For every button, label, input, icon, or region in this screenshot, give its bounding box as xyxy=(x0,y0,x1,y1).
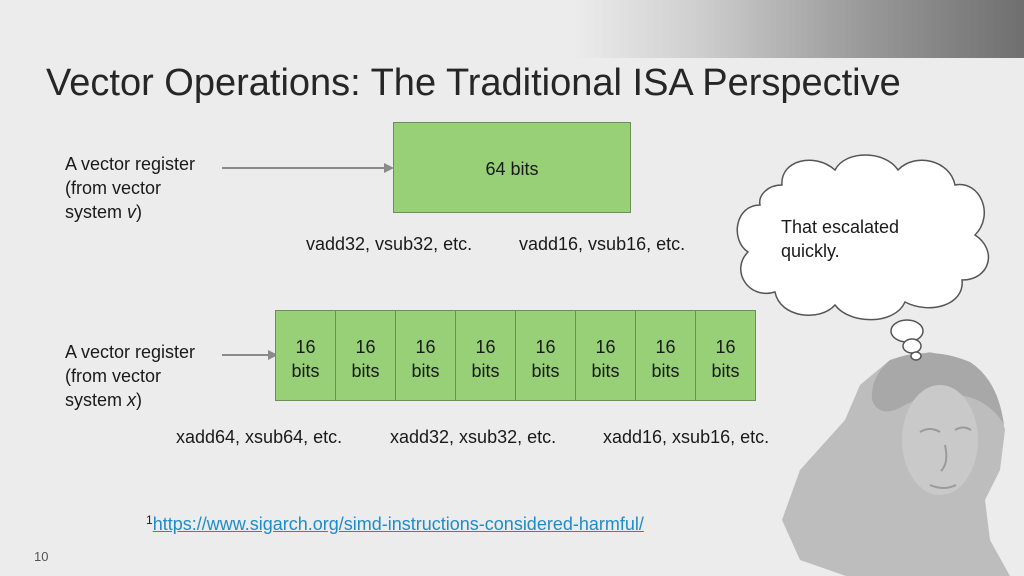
lane-cell: 16 bits xyxy=(516,311,576,400)
lane-cell-unit: bits xyxy=(531,361,560,381)
footnote-link[interactable]: https://www.sigarch.org/simd-instruction… xyxy=(152,514,644,534)
lane-cell: 16 bits xyxy=(696,311,755,400)
register-v-arrow-head xyxy=(384,163,394,173)
footnote-marker: 1 xyxy=(146,513,153,527)
register-x-arrow-head xyxy=(268,350,278,360)
register-v-label-line1: A vector register xyxy=(65,154,196,174)
page-number: 10 xyxy=(34,549,49,564)
register-x-op-16: xadd16, xsub16, etc. xyxy=(603,427,770,447)
register-x-label: A vector register (from vector system x) xyxy=(65,340,195,412)
header-gradient-band xyxy=(0,0,1024,58)
register-v-label-line2: (from vector xyxy=(65,178,162,198)
register-v-variable: v xyxy=(127,202,137,222)
register-x-paren: ) xyxy=(136,390,143,410)
slide-title: Vector Operations: The Traditional ISA P… xyxy=(46,62,901,104)
lane-cell-unit: bits xyxy=(591,361,620,381)
lane-cell: 16 bits xyxy=(576,311,636,400)
register-v-paren: ) xyxy=(136,202,143,222)
lane-cell-unit: bits xyxy=(351,361,380,381)
lane-cell-unit: bits xyxy=(711,361,740,381)
footnote: 1https://www.sigarch.org/simd-instructio… xyxy=(146,513,644,535)
lane-cell-size: 16 xyxy=(415,337,436,357)
register-v-op-32: vadd32, vsub32, etc. xyxy=(306,234,473,254)
lane-cell-size: 16 xyxy=(715,337,736,357)
lane-cell-unit: bits xyxy=(471,361,500,381)
lane-cell: 16 bits xyxy=(336,311,396,400)
lane-cell: 16 bits xyxy=(456,311,516,400)
lane-cell-size: 16 xyxy=(295,337,316,357)
register-x-label-line3: system x) xyxy=(65,388,195,412)
register-16bit-lanes: 16 bits 16 bits 16 bits 16 bits 16 bits 16 bits 16 bi… xyxy=(275,310,756,401)
lane-cell-size: 16 xyxy=(655,337,676,357)
lane-cell: 16 bits xyxy=(396,311,456,400)
thought-bubble-line2: quickly. xyxy=(781,241,840,261)
register-x-arrow-line xyxy=(222,354,269,356)
register-x-label-line1: A vector register xyxy=(65,342,196,362)
lane-cell-unit: bits xyxy=(411,361,440,381)
register-64bit-label: 64 bits xyxy=(485,159,539,179)
register-v-op-16: vadd16, vsub16, etc. xyxy=(519,234,686,254)
lane-cell-size: 16 xyxy=(595,337,616,357)
register-x-label-line2: (from vector xyxy=(65,366,162,386)
lane-cell: 16 bits xyxy=(276,311,336,400)
statue-bust-image xyxy=(782,352,1010,576)
register-x-op-64: xadd64, xsub64, etc. xyxy=(176,427,343,447)
register-x-variable: x xyxy=(127,390,137,410)
lane-cell-size: 16 xyxy=(355,337,376,357)
register-x-op-32: xadd32, xsub32, etc. xyxy=(390,427,557,447)
lane-cell: 16 bits xyxy=(636,311,696,400)
lane-cell-unit: bits xyxy=(291,361,320,381)
register-v-arrow-line xyxy=(222,167,385,169)
lane-cell-size: 16 xyxy=(535,337,556,357)
lane-cell-unit: bits xyxy=(651,361,680,381)
register-64bit-box: 64 bits xyxy=(393,122,631,213)
thought-bubble-cloud xyxy=(736,154,990,361)
register-v-system-word: system xyxy=(65,202,128,222)
thought-bubble-line1: That escalated xyxy=(781,217,900,237)
lane-cell-size: 16 xyxy=(475,337,496,357)
register-v-label-line3: system v) xyxy=(65,200,195,224)
register-x-system-word: system xyxy=(65,390,128,410)
register-v-label: A vector register (from vector system v) xyxy=(65,152,195,224)
thought-bubble-text: That escalated quickly. xyxy=(781,215,899,263)
